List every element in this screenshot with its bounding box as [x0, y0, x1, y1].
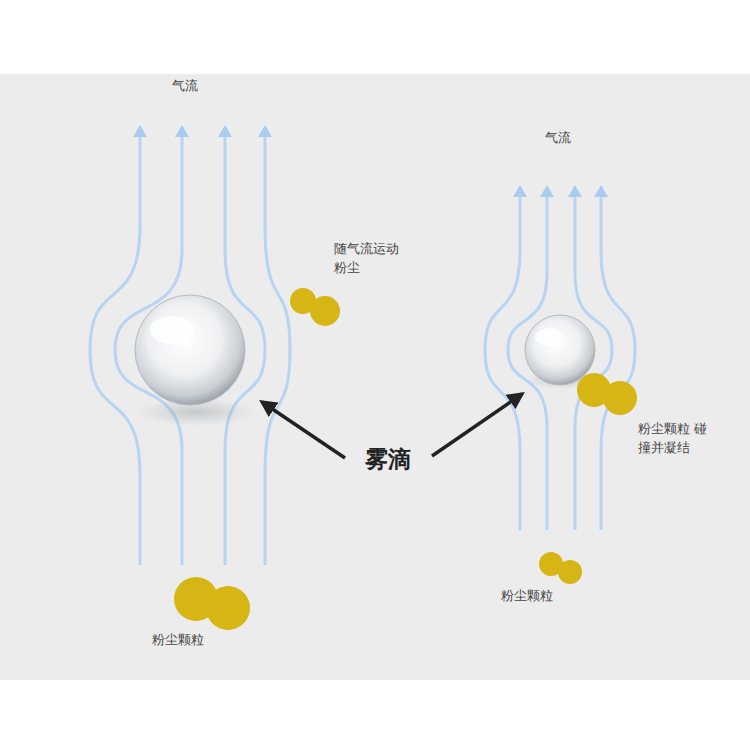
- annotation-label: 粉尘颗粒 碰撞并凝结: [638, 420, 707, 458]
- airflow-arrowhead: [175, 125, 189, 137]
- annotation-label: 随气流运动 粉尘: [334, 240, 403, 278]
- airflow-arrowhead: [568, 185, 582, 197]
- airflow-arrowhead: [258, 125, 272, 137]
- dust-particle: [174, 288, 637, 630]
- annotation-label: 粉尘颗粒: [501, 587, 553, 606]
- airflow-arrowhead: [133, 125, 147, 137]
- annotation-label: 气流: [545, 129, 571, 148]
- airflow-arrowhead: [594, 185, 608, 197]
- annotation-label: 粉尘颗粒: [152, 631, 204, 650]
- airflow-arrowhead: [540, 185, 554, 197]
- annotation-label: 气流: [172, 77, 198, 96]
- background-panel: [0, 74, 750, 680]
- airflow-lines: [90, 125, 635, 565]
- water-droplet: [135, 295, 254, 426]
- airflow-line: [601, 193, 635, 530]
- airflow-line: [265, 133, 290, 565]
- droplet-label: 雾滴: [365, 443, 411, 476]
- airflow-arrowhead: [513, 185, 527, 197]
- airflow-line: [485, 193, 520, 530]
- airflow-arrowhead: [218, 125, 232, 137]
